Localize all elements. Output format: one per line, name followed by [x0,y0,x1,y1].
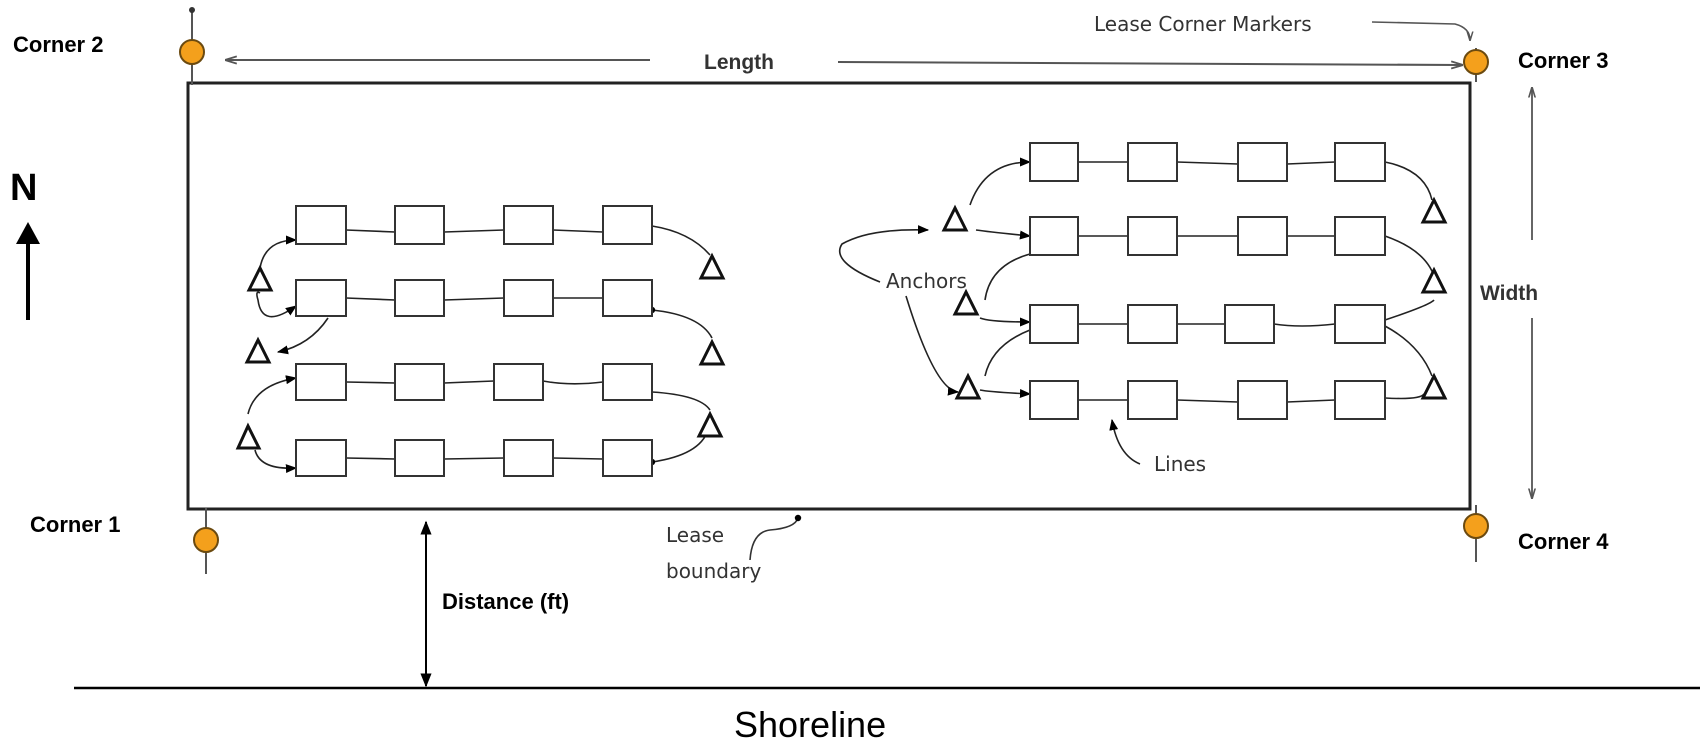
right-anchors [941,196,1448,400]
right-buoy-grid [1029,142,1386,420]
lease-boundary-rect [186,81,1472,511]
left-buoy-grid [295,205,653,477]
shoreline-label: Shoreline [734,704,886,744]
anchor-icon [244,336,272,364]
left-anchors [235,252,726,450]
anchor-icon [698,338,726,366]
distance-label: Distance (ft) [442,589,569,614]
lines-label: Lines [1154,452,1206,476]
corner-marker-1 [193,508,219,574]
left-group-connectors [247,225,713,474]
anchor-icon [1420,266,1448,294]
corner-marker-2 [179,7,205,85]
anchors-label: Anchors [886,269,967,293]
lease-corner-markers-pointer [1371,21,1470,40]
anchor-icon [941,204,969,232]
lease-boundary-label-line2: boundary [666,559,761,583]
width-label: Width [1480,282,1538,305]
corner-2-label: Corner 2 [13,32,103,57]
north-label: N [10,167,37,209]
corner-4-label: Corner 4 [1518,529,1609,554]
corner-marker-3 [1463,48,1489,82]
north-arrow-icon [16,222,40,320]
anchor-icon [246,264,274,292]
anchor-icon [1420,196,1448,224]
anchor-icon [1420,372,1448,400]
right-group-connectors [838,157,1435,465]
length-arrow [226,60,1462,65]
lease-corner-markers-label: Lease Corner Markers [1094,12,1312,36]
anchor-icon [235,422,262,450]
lease-boundary-pointer [749,514,802,561]
corner-3-label: Corner 3 [1518,48,1608,73]
corner-1-label: Corner 1 [30,512,120,537]
anchor-icon [698,252,726,280]
length-label: Length [704,51,774,74]
corner-marker-4 [1463,505,1489,562]
lease-boundary-label-line1: Lease [666,523,724,547]
anchor-icon [954,372,982,400]
anchor-icon [696,410,724,438]
anchor-icon [952,288,980,316]
